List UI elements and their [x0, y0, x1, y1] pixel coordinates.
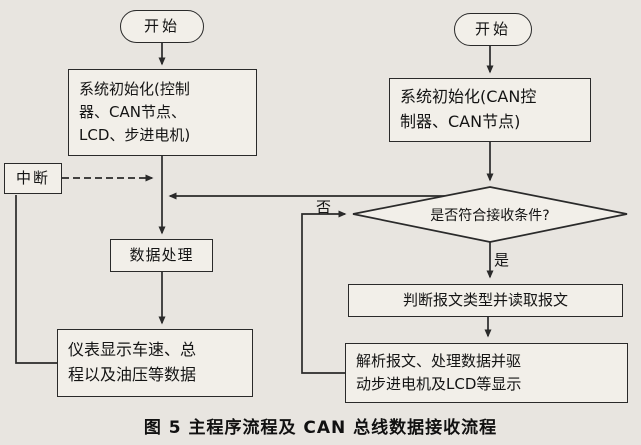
node-right-start: 开始	[454, 13, 532, 46]
edge-parse-loop-to-decision	[301, 210, 348, 374]
edge-label-yes: 是	[494, 251, 510, 269]
edge-display-loop-to-interrupt	[15, 195, 57, 364]
node-right-init: 系统初始化(CAN控 制器、CAN节点)	[389, 78, 591, 142]
node-decision-label: 是否符合接收条件?	[430, 208, 550, 224]
node-interrupt: 中断	[4, 163, 62, 194]
node-instrument-display: 仪表显示车速、总 程以及油压等数据	[57, 329, 253, 397]
node-data-process: 数据处理	[110, 239, 213, 272]
figure-caption: 图 5 主程序流程及 CAN 总线数据接收流程	[143, 418, 498, 438]
node-left-init: 系统初始化(控制 器、CAN节点、 LCD、步进电机)	[68, 69, 257, 156]
node-read-message: 判断报文类型并读取报文	[348, 284, 623, 317]
edge-label-no: 否	[316, 198, 332, 216]
decision-diamond-shape	[352, 186, 628, 243]
node-left-start: 开始	[120, 10, 204, 43]
node-parse-message: 解析报文、处理数据并驱 动步进电机及LCD等显示	[345, 343, 628, 403]
